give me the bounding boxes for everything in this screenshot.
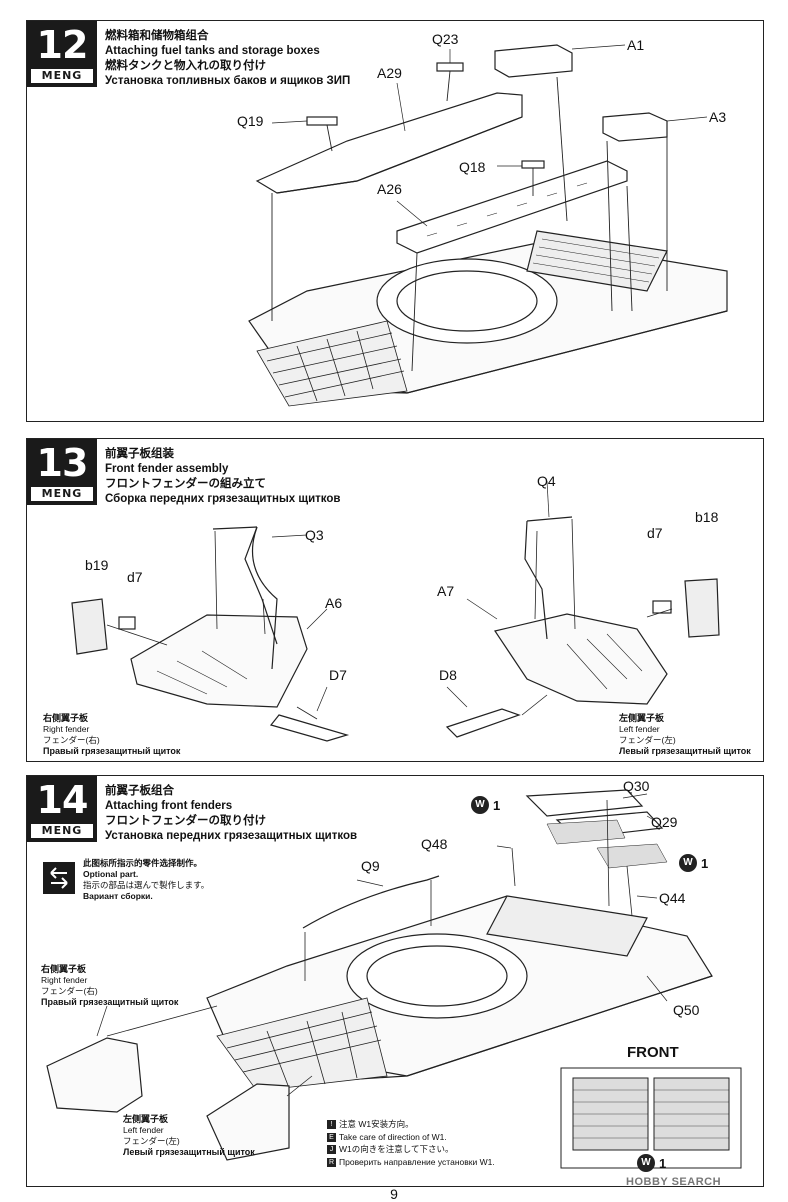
step-14-panel: 14 MENG 前翼子板组合 Attaching front fenders フ… [26,775,764,1187]
part-label-q48: Q48 [421,836,448,852]
part-label-q9: Q9 [361,858,380,874]
part-label-q23: Q23 [432,31,459,47]
title-en: Attaching fuel tanks and storage boxes [105,45,320,57]
part-label-d7-left: d7 [647,525,663,541]
step-12-drawing [248,44,728,407]
page-number: 9 [390,1186,398,1202]
part-label-a29: A29 [377,65,402,81]
part-label-d7: D7 [329,667,347,683]
part-label-q4: Q4 [537,473,556,489]
part-label-d8: D8 [439,667,457,683]
ja-flag-icon: J [327,1145,336,1155]
title-en: Attaching front fenders [105,800,233,812]
part-label-q30: Q30 [623,778,650,794]
optional-part-icon [43,862,75,894]
step-badge: 12 MENG [27,21,97,87]
step-badge: 13 MENG [27,439,97,505]
part-label-q19: Q19 [237,113,264,129]
part-label-a3: A3 [709,109,727,125]
title-ja: フロントフェンダーの取り付け [105,815,266,827]
title-ru: Сборка передних грязезащитных щитков [105,493,341,505]
brand-logo: MENG [31,487,93,501]
w1-badge: W [679,854,697,872]
step-12-panel: 12 MENG 燃料箱和储物箱组合 Attaching fuel tanks a… [26,20,764,422]
w1-badge: W [471,796,489,814]
en-flag-icon: E [327,1132,336,1142]
brand-logo: MENG [31,824,93,838]
part-label-a26: A26 [377,181,402,197]
front-direction-inset: FRONT W 1 [551,1044,761,1184]
title-zh: 燃料箱和储物箱组合 [105,30,209,42]
step-titles: 前翼子板组合 Attaching front fenders フロントフェンダー… [105,784,357,844]
optional-part-text: 此图标所指示的零件选择制作。 Optional part. 指示の部品は選んで製… [83,858,210,901]
part-label-b19: b19 [85,557,109,573]
step-number: 14 [36,778,89,822]
title-ru: Установка передних грязезащитных щитков [105,830,358,842]
step-13-drawing [71,480,720,742]
part-label-a7: A7 [437,583,455,599]
step-13-panel: 13 MENG 前翼子板组装 Front fender assembly フロン… [26,438,764,762]
caution-icon: ! [327,1120,336,1130]
step-titles: 前翼子板组装 Front fender assembly フロントフェンダーの組… [105,447,340,507]
step-badge: 14 MENG [27,776,97,842]
part-label-q3: Q3 [305,527,324,543]
left-fender-caption: 左侧翼子板 Left fender フェンダー(左) Левый грязеза… [619,713,751,756]
watermark: HOBBY SEARCH [626,1176,722,1188]
step-titles: 燃料箱和储物箱组合 Attaching fuel tanks and stora… [105,29,350,89]
part-label-q18: Q18 [459,159,486,175]
part-label-q44: Q44 [659,890,686,906]
step-number: 12 [36,23,89,67]
part-label-d7-right: d7 [127,569,143,585]
part-label-a1: A1 [627,37,645,53]
part-label-a6: A6 [325,595,343,611]
left-fender-caption: 左侧翼子板 Left fender フェンダー(左) Левый грязеза… [123,1114,255,1157]
right-fender-caption: 右侧翼子板 Right fender フェンダー(右) Правый грязе… [43,713,181,756]
front-label: FRONT [627,1044,679,1061]
right-fender-caption: 右侧翼子板 Right fender フェンダー(右) Правый грязе… [41,964,179,1007]
title-ja: 燃料タンクと物入れの取り付け [105,60,266,72]
title-ja: フロントフェンダーの組み立て [105,478,266,490]
part-label-q29: Q29 [651,814,678,830]
title-en: Front fender assembly [105,463,229,475]
step-14-drawing [46,789,713,1161]
w1-badge: W [637,1154,655,1172]
part-label-b18: b18 [695,509,719,525]
brand-logo: MENG [31,69,93,83]
w1-badge-number: 1 [493,798,501,813]
part-label-q50: Q50 [673,1002,700,1018]
w1-badge-number: 1 [701,856,709,871]
step-number: 13 [36,441,89,485]
title-zh: 前翼子板组合 [105,785,174,797]
title-ru: Установка топливных баков и ящиков ЗИП [105,75,351,87]
w1-badge-number: 1 [659,1156,667,1171]
ru-flag-icon: R [327,1157,336,1167]
title-zh: 前翼子板组装 [105,448,174,460]
